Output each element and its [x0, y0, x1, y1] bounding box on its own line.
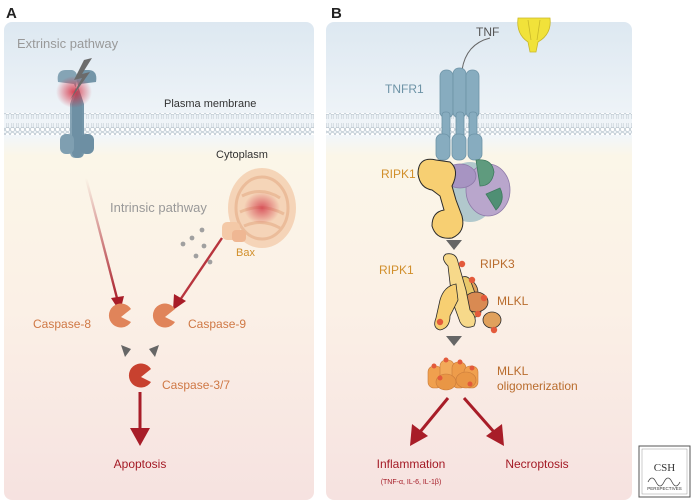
caspase-9-label: Caspase-9 [188, 317, 246, 331]
bax-protein [222, 222, 246, 242]
death-receptor [56, 70, 97, 158]
lightning-icon [70, 58, 92, 100]
mlkl-oligo-label-line2: oligomerization [497, 379, 578, 393]
necroptosis-label: Necroptosis [505, 457, 568, 471]
bax-label: Bax [236, 247, 255, 259]
tnf-label: TNF [476, 25, 499, 39]
ripk3-label: RIPK3 [480, 257, 515, 271]
mlkl-oligomer [427, 357, 479, 391]
panel-a: A Extrinsic pathway Plasma membrane Cyto… [4, 5, 314, 500]
ripk1-mid-label: RIPK1 [379, 263, 414, 277]
logo-text-line2: PERSPECTIVES [647, 486, 682, 491]
panel-a-letter: A [6, 5, 17, 22]
tnfr1-receptor [435, 67, 483, 161]
caspase-8-label: Caspase-8 [33, 317, 91, 331]
plasma-membrane-label: Plasma membrane [164, 98, 256, 110]
panel-a-membrane [4, 113, 314, 135]
panel-b-letter: B [331, 5, 342, 22]
necroptosis-arrow [462, 397, 496, 433]
extrinsic-pathway-label: Extrinsic pathway [17, 36, 119, 51]
cytoplasm-label: Cytoplasm [216, 149, 268, 161]
inflammation-arrow [418, 397, 450, 433]
csh-perspectives-logo: CSH PERSPECTIVES [638, 445, 691, 498]
panel-a-background [4, 22, 314, 500]
convergence-arrowhead-left [121, 345, 131, 357]
mlkl-label: MLKL [497, 294, 529, 308]
caspase-9-icon [152, 303, 175, 328]
intrinsic-arrow [179, 237, 223, 301]
panel-b-membrane [326, 113, 632, 135]
necrosome [434, 253, 502, 334]
extrinsic-arrow [84, 177, 120, 303]
caspase-8-icon [108, 303, 131, 328]
cytochrome-dots [180, 227, 213, 265]
step-arrowhead-2 [446, 336, 462, 346]
caspase-3-7-label: Caspase-3/7 [162, 378, 230, 392]
apoptosis-label: Apoptosis [114, 457, 167, 471]
panel-b: B TNF TNFR1 [326, 5, 632, 500]
inflammation-label: Inflammation [377, 457, 446, 471]
mlkl-oligo-label-line1: MLKL [497, 364, 529, 378]
tnf-leader-line [461, 37, 491, 71]
complex-i [417, 158, 511, 239]
tnfr1-label: TNFR1 [385, 82, 424, 96]
mitochondrion-icon [228, 168, 296, 248]
caspase-3-7-icon [128, 363, 151, 388]
inflammation-cytokines: (TNF-α, IL-6, IL-1β) [381, 479, 442, 486]
logo-text-line1: CSH [654, 462, 675, 474]
ripk1-top-label: RIPK1 [381, 167, 416, 181]
tnf-ligand [517, 17, 551, 53]
intrinsic-pathway-label: Intrinsic pathway [110, 200, 207, 215]
panel-b-background [326, 22, 632, 500]
convergence-arrowhead-right [149, 345, 159, 357]
step-arrowhead-1 [446, 240, 462, 250]
